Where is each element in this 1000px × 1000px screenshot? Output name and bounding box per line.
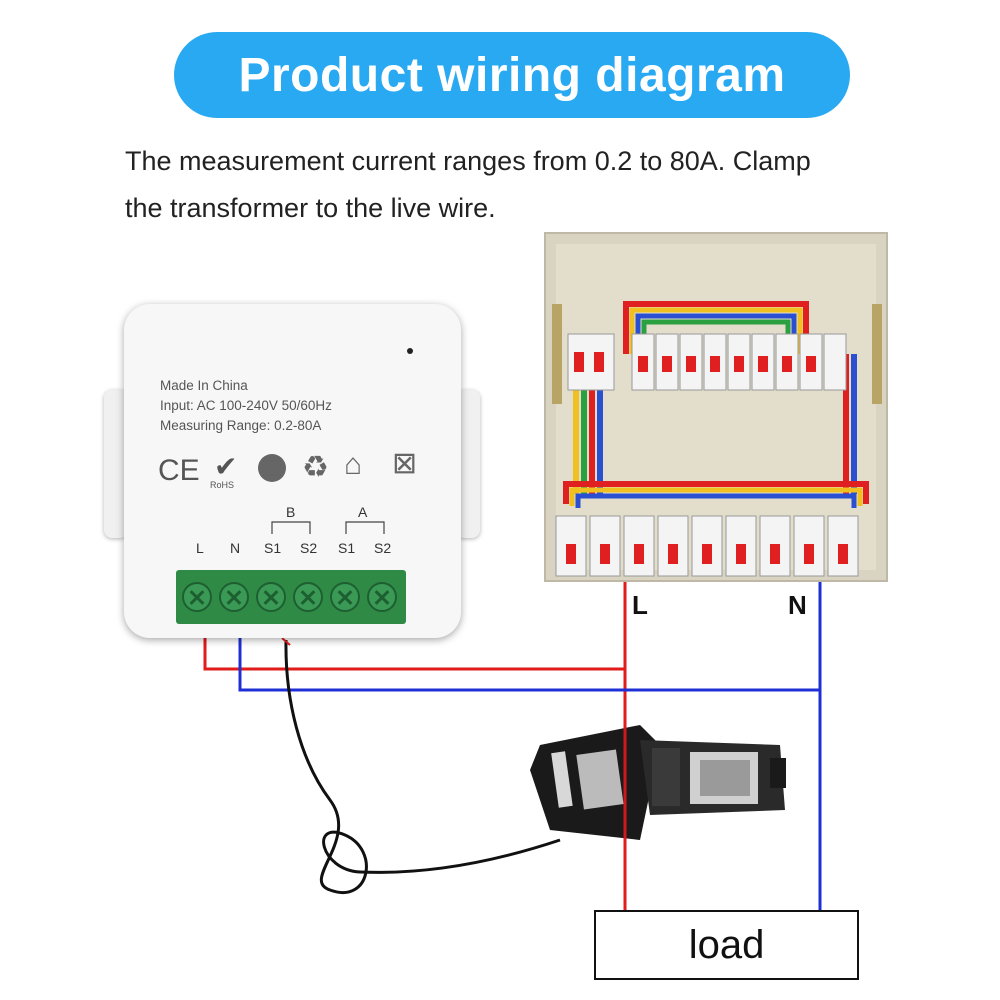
load-box: load <box>594 910 859 980</box>
terminal-label-a-s1: S1 <box>338 540 356 556</box>
terminal-label-l: L <box>196 540 204 556</box>
status-led <box>407 348 413 354</box>
house-icon: ⌂ <box>344 448 363 481</box>
rohs-label: RoHS <box>210 480 235 490</box>
terminal-label-a-s2: S2 <box>374 540 392 556</box>
green-dot-icon <box>258 454 286 482</box>
electrical-panel <box>544 232 888 582</box>
panel-live-label: L <box>632 590 648 620</box>
page-title: Product wiring diagram <box>238 48 786 102</box>
group-b-label: B <box>286 504 296 520</box>
device-label-input: Input: AC 100-240V 50/60Hz <box>160 398 332 413</box>
sensor-cable <box>284 639 561 894</box>
description: The measurement current ranges from 0.2 … <box>125 138 945 232</box>
load-label: load <box>688 922 765 967</box>
screw-icon <box>256 582 286 612</box>
screw-icon <box>182 582 212 612</box>
terminal-block <box>176 570 406 624</box>
recycle-icon: ♻ <box>302 451 329 484</box>
checkmark-icon: ✔ <box>214 451 238 482</box>
title-banner: Product wiring diagram <box>174 32 850 118</box>
screw-icon <box>219 582 249 612</box>
screw-icon <box>367 582 397 612</box>
device-live-wire <box>203 638 625 671</box>
terminal-label-b-s1: S1 <box>264 540 282 556</box>
screw-icon <box>330 582 360 612</box>
screw-icon <box>293 582 323 612</box>
description-line-1: The measurement current ranges from 0.2 … <box>125 146 811 176</box>
energy-meter-device: Made In China Input: AC 100-240V 50/60Hz… <box>124 304 461 638</box>
group-a-label: A <box>358 504 368 520</box>
panel-illustration <box>552 301 882 577</box>
weee-bin-icon: ⊠ <box>392 447 418 480</box>
panel-neutral-label: N <box>788 590 807 620</box>
group-brackets <box>271 521 385 534</box>
description-line-2: the transformer to the live wire. <box>125 193 496 223</box>
current-transformer-clamp <box>530 725 786 840</box>
device-label-origin: Made In China <box>160 378 248 393</box>
terminal-label-n: N <box>230 540 241 556</box>
device-label-range: Measuring Range: 0.2-80A <box>160 418 322 433</box>
device-neutral-wire <box>238 638 820 692</box>
ce-mark-icon: CE <box>158 454 200 487</box>
terminal-label-b-s2: S2 <box>300 540 318 556</box>
